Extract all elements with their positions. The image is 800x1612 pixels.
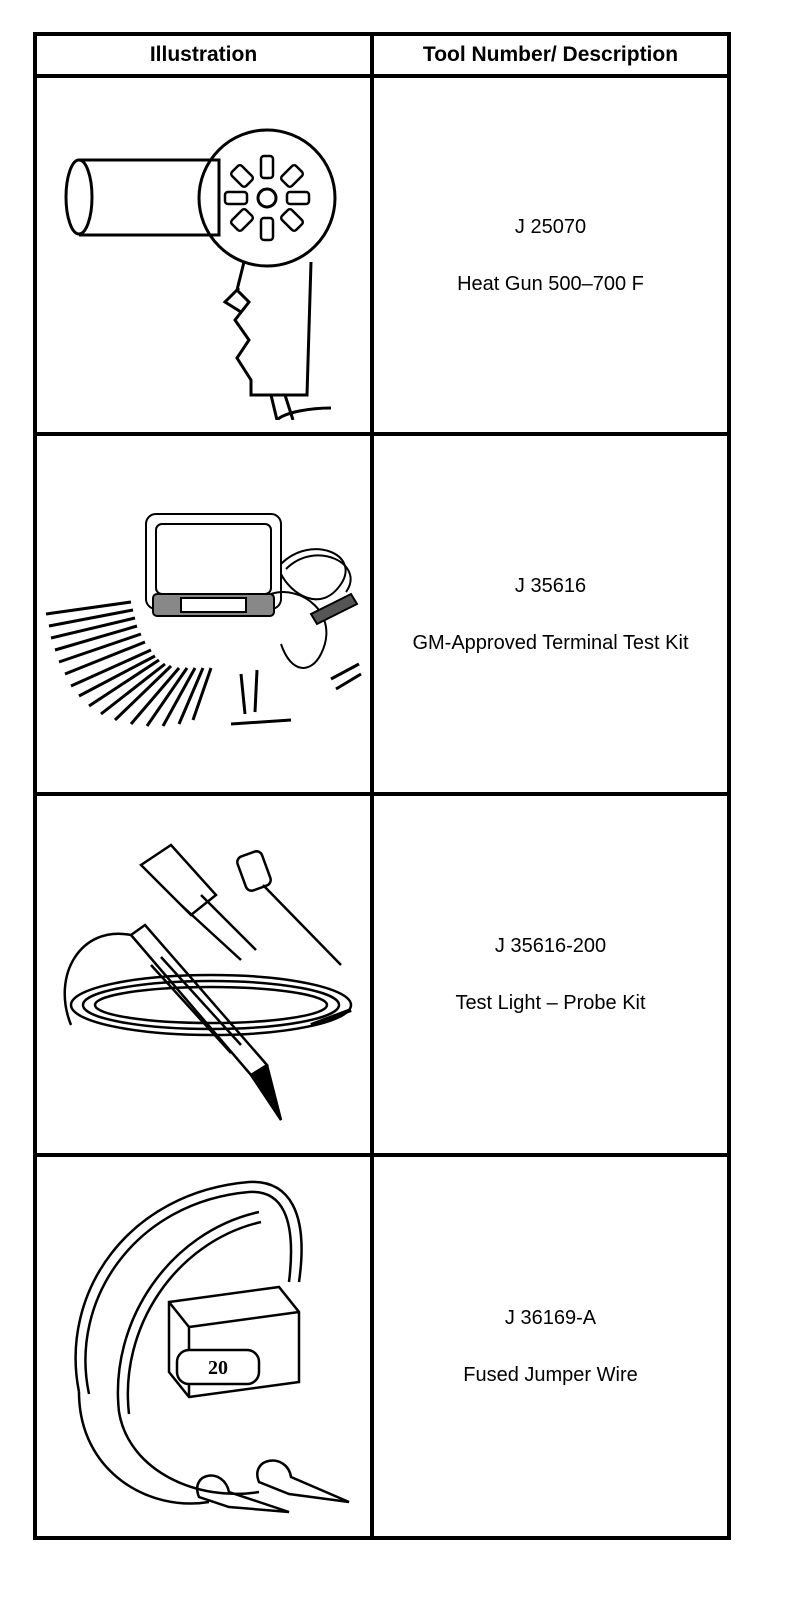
tool-table: Illustration Tool Number/ Description	[33, 32, 731, 1540]
table-row: J 35616-200 Test Light – Probe Kit	[33, 792, 731, 1157]
illustration-cell	[33, 432, 374, 796]
tool-number: J 36169-A	[504, 1307, 597, 1329]
fused-jumper-wire-icon: 20	[73, 1180, 349, 1513]
illustration-cell	[33, 74, 374, 436]
tool-number: J 25070	[514, 215, 587, 238]
table-row: J 25070 Heat Gun 500–700 F	[33, 74, 731, 436]
fuse-label: 20	[208, 1357, 228, 1379]
tool-cell: J 35616-200 Test Light – Probe Kit	[370, 792, 731, 1157]
tool-description: Fused Jumper Wire	[463, 1364, 638, 1386]
header-row: Illustration Tool Number/ Description	[33, 32, 731, 78]
heat-gun-icon	[64, 128, 336, 420]
tool-cell: J 25070 Heat Gun 500–700 F	[370, 74, 731, 436]
terminal-test-kit-icon	[45, 513, 362, 727]
header-tool: Tool Number/ Description	[370, 32, 731, 78]
illustration-cell: 20	[33, 1153, 374, 1540]
tool-description: Heat Gun 500–700 F	[457, 272, 644, 295]
tool-number: J 35616	[514, 574, 587, 597]
table-row: J 35616 GM-Approved Terminal Test Kit	[33, 432, 731, 796]
illustration-cell	[33, 792, 374, 1157]
tool-cell: J 35616 GM-Approved Terminal Test Kit	[370, 432, 731, 796]
test-light-probe-icon	[63, 842, 353, 1121]
table-row: 20 J 36169-A Fused Jumper Wire	[33, 1153, 731, 1540]
tool-description: Test Light – Probe Kit	[455, 992, 646, 1014]
tool-cell: J 36169-A Fused Jumper Wire	[370, 1153, 731, 1540]
tool-number: J 35616-200	[494, 935, 607, 957]
tool-description: GM-Approved Terminal Test Kit	[412, 631, 689, 654]
header-illustration: Illustration	[33, 32, 374, 78]
